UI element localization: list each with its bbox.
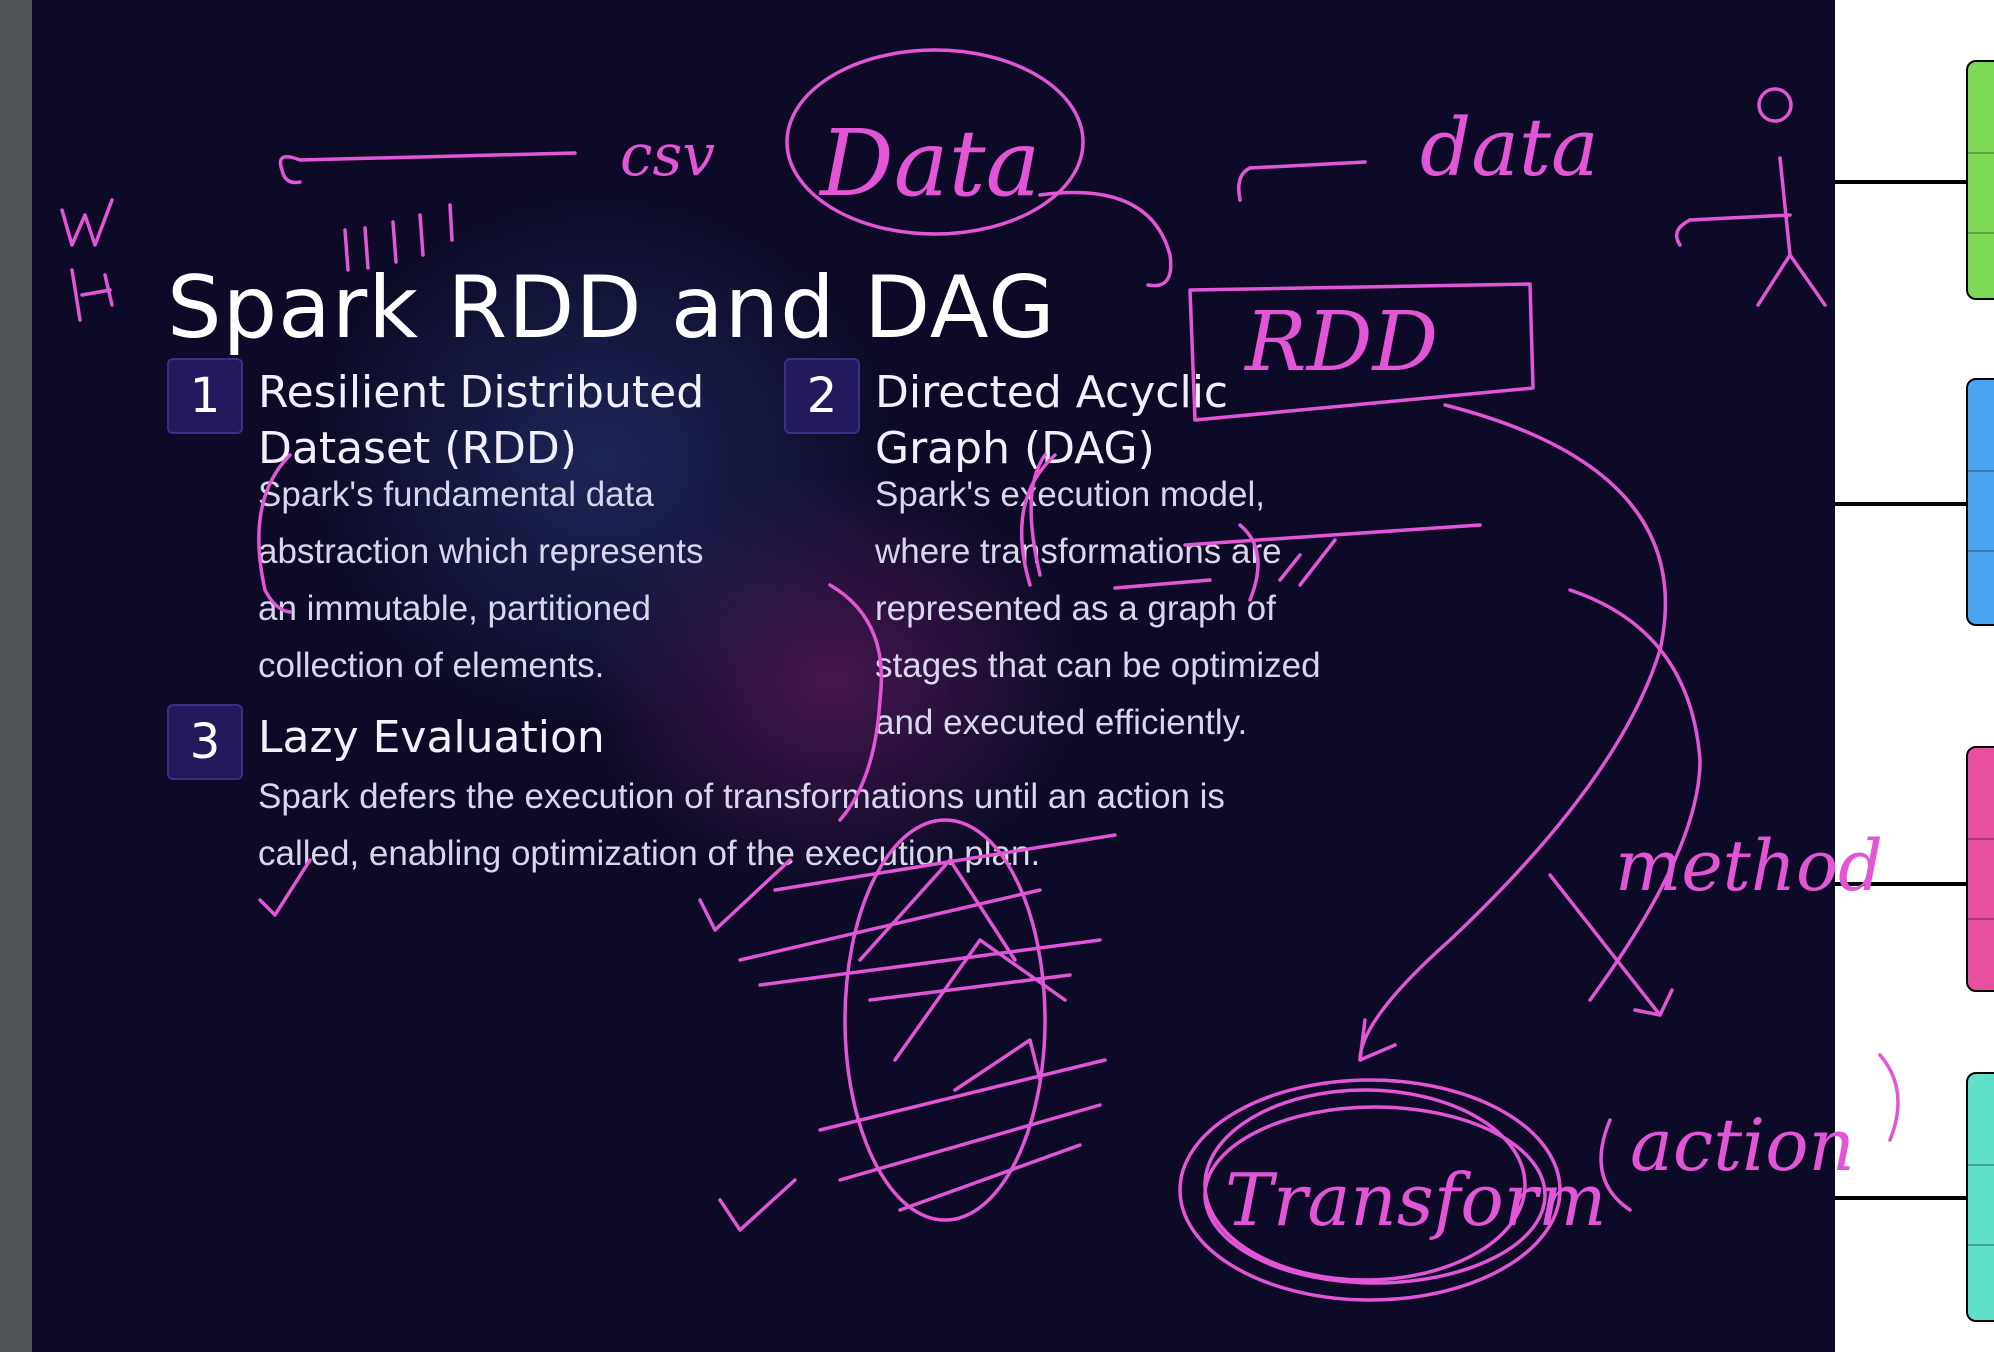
item-3-heading: Lazy Evaluation xyxy=(258,712,605,763)
item-1-heading: Resilient Distributed Dataset (RDD) xyxy=(258,367,705,474)
connector-line xyxy=(1835,1196,1970,1200)
slide: Spark RDD and DAG 1 Resilient Distribute… xyxy=(32,0,1835,1352)
item-1-description: Spark's fundamental data abstraction whi… xyxy=(258,475,704,685)
right-side-panel xyxy=(1835,0,1994,1352)
connector-line xyxy=(1835,180,1970,184)
green-card[interactable] xyxy=(1966,60,1994,300)
blue-card[interactable] xyxy=(1966,378,1994,626)
item-1-number-badge: 1 xyxy=(167,358,243,434)
item-2-number-badge: 2 xyxy=(784,358,860,434)
connector-line xyxy=(1835,882,1970,886)
item-3-number-badge: 3 xyxy=(167,704,243,780)
connector-line xyxy=(1835,502,1970,506)
pink-card[interactable] xyxy=(1966,746,1994,992)
item-2-description: Spark's execution model, where transform… xyxy=(875,475,1321,742)
item-3-description: Spark defers the execution of transforma… xyxy=(258,777,1225,873)
slide-title: Spark RDD and DAG xyxy=(167,258,1056,358)
item-2-heading: Directed Acyclic Graph (DAG) xyxy=(875,367,1229,474)
teal-card[interactable] xyxy=(1966,1072,1994,1322)
